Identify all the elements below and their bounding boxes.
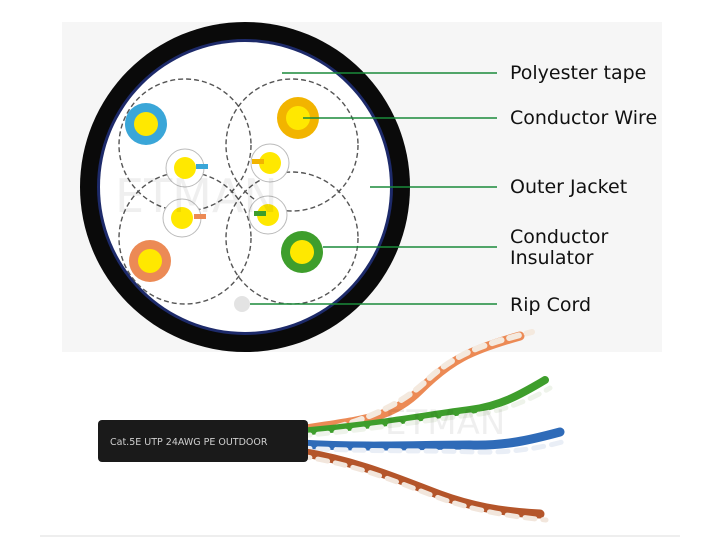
conductor-orange <box>129 240 171 282</box>
conductor-green <box>281 231 323 273</box>
rip-cord <box>234 296 250 312</box>
label-polyester-tape: Polyester tape <box>510 62 646 84</box>
label-conductor-insulator-line1: Conductor <box>510 226 609 248</box>
label-rip-cord: Rip Cord <box>510 294 591 316</box>
cable-cross-section <box>80 22 410 352</box>
twisted-pairs <box>295 329 565 523</box>
label-outer-jacket: Outer Jacket <box>510 176 627 198</box>
leader-lines <box>250 72 497 305</box>
cable-jacket <box>98 420 308 462</box>
label-conductor-wire: Conductor Wire <box>510 107 657 129</box>
pair-boundary-top-left <box>118 78 252 212</box>
conductor-blue <box>125 103 167 145</box>
watermark-side-view: ETMAN <box>385 403 505 443</box>
pair-boundary-top-right <box>225 78 359 212</box>
conductor-white-green <box>248 195 288 235</box>
conductor-white-gold <box>250 143 290 183</box>
pair-boundary-bottom-left <box>118 171 252 305</box>
conductor-white-blue <box>165 148 208 188</box>
label-conductor-insulator-line2: Insulator <box>510 247 594 269</box>
watermark-cross-section: ETMAN <box>115 169 278 223</box>
cable-print-text: Cat.5E UTP 24AWG PE OUTDOOR <box>110 437 268 448</box>
pair-boundary-bottom-right <box>225 171 359 305</box>
conductor-gold <box>277 97 319 139</box>
conductor-white-orange <box>162 198 206 238</box>
cable-side-view: Cat.5E UTP 24AWG PE OUTDOOR <box>98 329 565 523</box>
